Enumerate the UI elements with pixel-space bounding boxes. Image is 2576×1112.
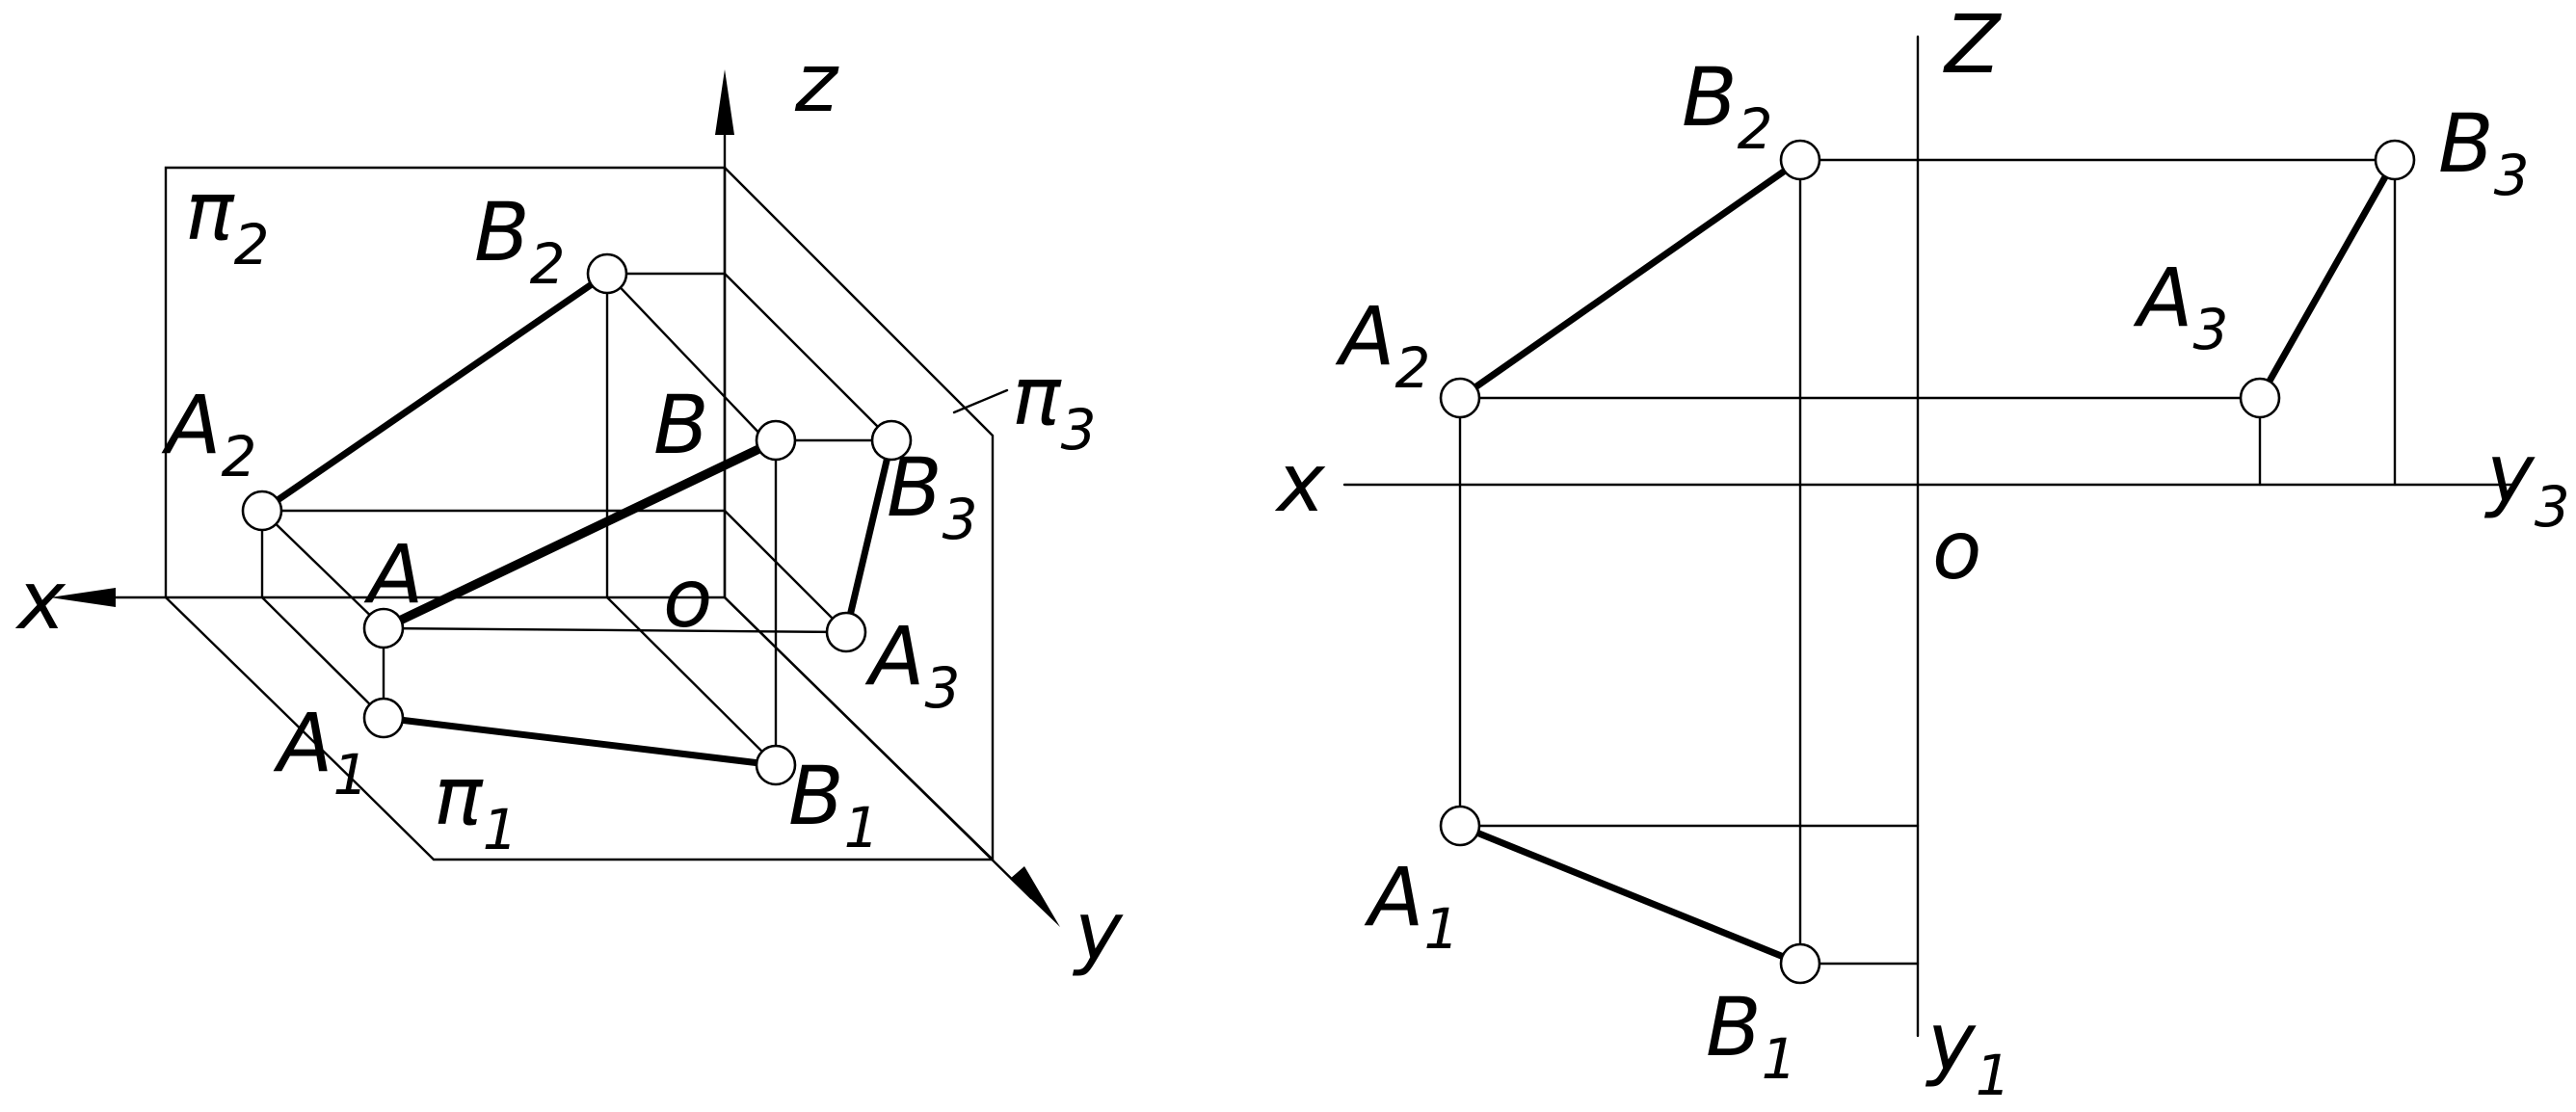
label-A2: A2 xyxy=(1335,289,1430,401)
point-B xyxy=(755,419,797,462)
segment-A3B3 xyxy=(2256,156,2399,402)
label-B1: B1 xyxy=(788,749,880,860)
point-B3 xyxy=(870,419,913,462)
axis-y-arrow xyxy=(1010,866,1060,927)
segment-A2B2 xyxy=(258,270,611,515)
label-B3: B3 xyxy=(887,440,978,552)
segment-AB xyxy=(379,438,776,633)
construction-lines xyxy=(1458,158,2397,966)
label-A2: A2 xyxy=(161,378,256,490)
segment-A3B3 xyxy=(842,437,895,636)
label-B1: B1 xyxy=(1706,980,1797,1092)
plane-p1-frame xyxy=(164,596,363,790)
point-B2 xyxy=(1779,139,1821,181)
point-A2 xyxy=(241,490,283,532)
plane-p1-label: π1 xyxy=(434,749,518,862)
plane-p2-label: π2 xyxy=(185,164,269,278)
point-A1 xyxy=(1439,805,1481,847)
point-A xyxy=(362,607,405,649)
point-B3 xyxy=(2374,139,2416,181)
point-B1 xyxy=(755,744,797,786)
right-figure: Z x y3 y1 o B2 A2 B3 A3 A1 B1 xyxy=(1274,0,2570,1108)
plane-p3-leader xyxy=(952,388,1009,414)
label-B3: B3 xyxy=(2438,96,2530,208)
label-A: A xyxy=(363,527,423,622)
point-A3 xyxy=(2239,377,2281,419)
origin-label: o xyxy=(663,551,712,646)
point-A1 xyxy=(362,697,405,739)
point-A2 xyxy=(1439,377,1481,419)
segment-A2B2 xyxy=(1456,156,1804,402)
label-B2: B2 xyxy=(474,185,566,297)
axis-y-label: y xyxy=(1072,884,1124,978)
label-B: B xyxy=(653,378,709,472)
axis-z-label: Z xyxy=(1943,0,2003,92)
point-B1 xyxy=(1779,942,1821,985)
point-B2 xyxy=(586,252,628,295)
left-figure: z x y o π2 π3 π1 B2 A2 B A B3 A3 A1 B1 xyxy=(14,36,1124,978)
origin-label: o xyxy=(1932,503,1981,597)
plane-p1-edge xyxy=(359,786,995,861)
label-A1: A1 xyxy=(273,696,368,808)
label-A3: A3 xyxy=(864,609,960,721)
axis-x-arrow xyxy=(50,588,116,607)
projection-lines xyxy=(260,272,893,767)
axis-x-label: x xyxy=(14,553,66,648)
point-A3 xyxy=(825,611,867,653)
axis-y1-label: y1 xyxy=(1925,994,2011,1108)
axis-z-label: z xyxy=(794,36,839,130)
label-A3: A3 xyxy=(2133,251,2228,362)
segment-A1B1 xyxy=(1456,822,1804,967)
label-A1: A1 xyxy=(1364,850,1459,962)
axis-x-label: x xyxy=(1274,436,1326,530)
axis-y3-label: y3 xyxy=(2483,426,2570,540)
segment-A1B1 xyxy=(380,714,780,769)
plane-p3-label: π3 xyxy=(1012,349,1096,463)
axis-z-arrow xyxy=(715,69,734,135)
label-B2: B2 xyxy=(1682,50,1773,162)
